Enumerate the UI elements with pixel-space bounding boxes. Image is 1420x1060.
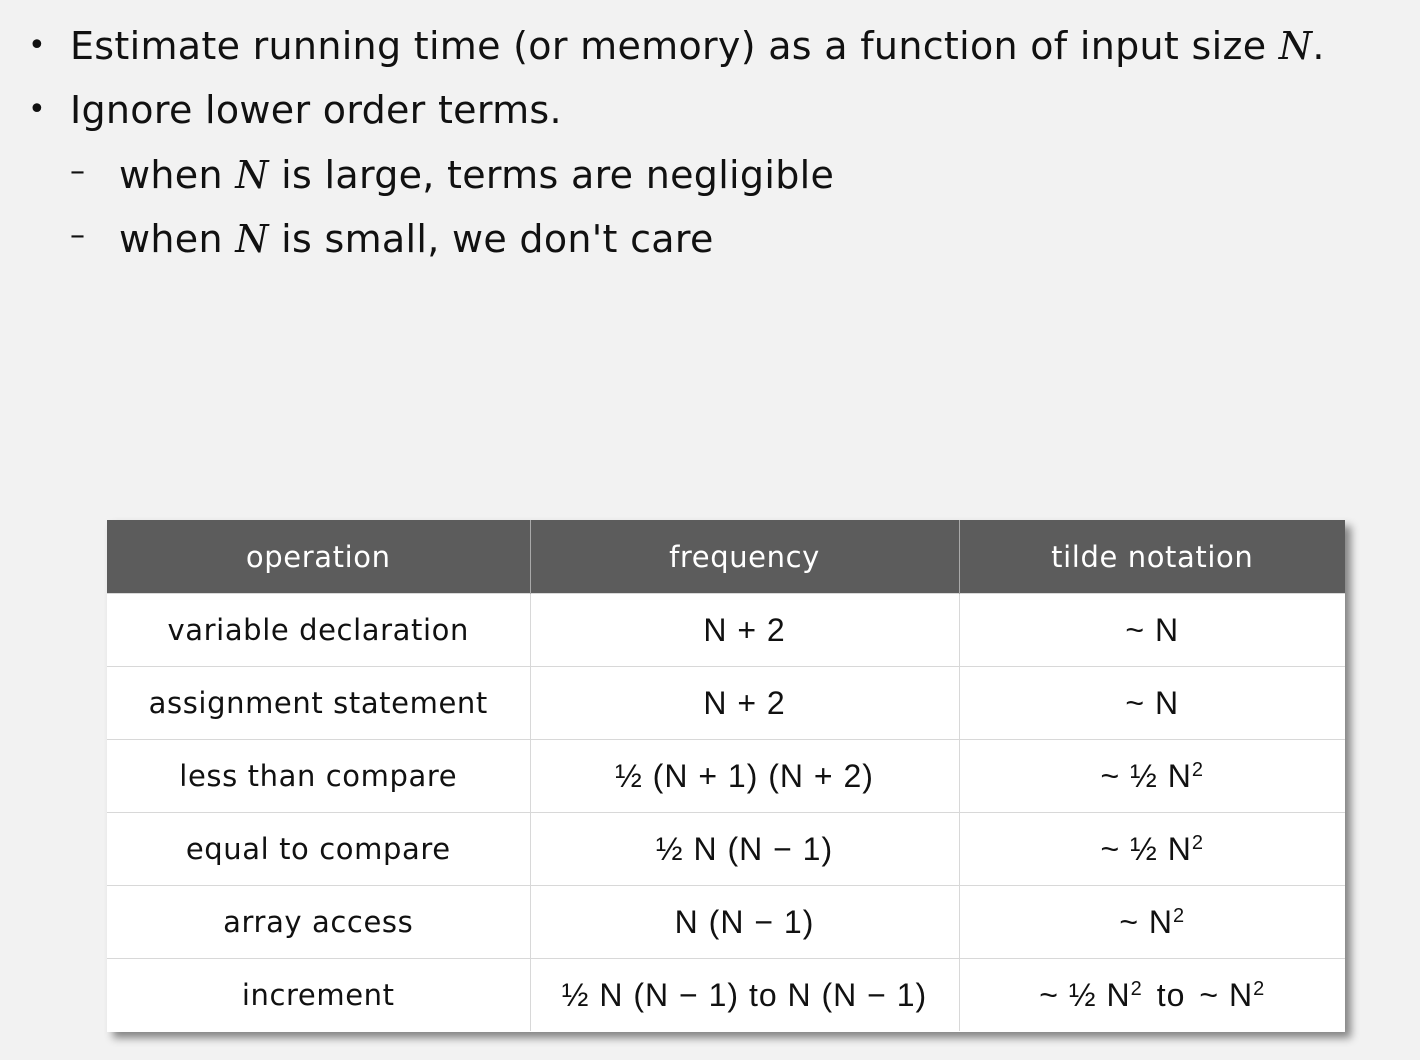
table-row: assignment statement N + 2 ~ N (107, 666, 1345, 740)
bullet-marker: • (28, 92, 46, 127)
sub-bullet-marker: – (70, 218, 85, 253)
operation-cell: variable declaration (107, 593, 531, 667)
tilde-cell: ~ ½ N2 (959, 812, 1345, 886)
table-row: variable declaration N + 2 ~ N (107, 593, 1345, 667)
frequency-cell: ½ N (N − 1) (530, 812, 960, 886)
sub-bullet-text: when (119, 217, 236, 261)
frequency-cell: ½ N (N − 1) to N (N − 1) (530, 958, 960, 1031)
bullet-text-end: . (1312, 24, 1325, 68)
frequency-cell: N + 2 (530, 593, 960, 667)
column-header-operation: operation (107, 520, 531, 594)
tilde-value: ~ N (1125, 684, 1180, 721)
bullet-text: Estimate running time (or memory) as a f… (70, 24, 1279, 68)
sub-bullet-text: when (119, 153, 236, 197)
operation-cell: increment (107, 958, 531, 1031)
bullet-item: Ignore lower order terms. (70, 88, 562, 132)
tilde-value: ~ N (1125, 611, 1180, 648)
table: operation frequency tilde notation varia… (107, 520, 1345, 1031)
sub-bullet-item: when N is large, terms are negligible (119, 153, 834, 197)
table-row: less than compare ½ (N + 1) (N + 2) ~ ½ … (107, 739, 1345, 813)
tilde-value: ~ N (1119, 903, 1174, 940)
sub-bullet-marker: – (70, 154, 85, 189)
table-header-row: operation frequency tilde notation (107, 520, 1345, 594)
tilde-connector: to (1156, 976, 1186, 1013)
tilde-cell: ~ N (959, 666, 1345, 740)
exponent: 2 (1173, 904, 1186, 927)
frequency-table: operation frequency tilde notation varia… (107, 520, 1345, 1032)
exponent: 2 (1191, 831, 1204, 854)
table-row: increment ½ N (N − 1) to N (N − 1) ~ ½ N… (107, 958, 1345, 1031)
table-row: array access N (N − 1) ~ N2 (107, 885, 1345, 959)
frequency-cell: N + 2 (530, 666, 960, 740)
column-header-tilde: tilde notation (959, 520, 1345, 594)
bullet-marker: • (28, 28, 46, 63)
frequency-cell: ½ (N + 1) (N + 2) (530, 739, 960, 813)
table-row: equal to compare ½ N (N − 1) ~ ½ N2 (107, 812, 1345, 886)
operation-cell: assignment statement (107, 666, 531, 740)
tilde-value: ~ ½ N (1039, 976, 1131, 1013)
variable-n: N (1278, 24, 1313, 68)
bullet-item: Estimate running time (or memory) as a f… (70, 24, 1325, 68)
tilde-value-upper: ~ N (1199, 976, 1254, 1013)
operation-cell: array access (107, 885, 531, 959)
sub-bullet-text-end: is large, terms are negligible (268, 153, 835, 197)
tilde-cell: ~ N2 (959, 885, 1345, 959)
tilde-value: ~ ½ N (1100, 757, 1192, 794)
sub-bullet-text-end: is small, we don't care (268, 217, 714, 261)
exponent: 2 (1130, 977, 1143, 1000)
operation-cell: equal to compare (107, 812, 531, 886)
exponent: 2 (1191, 758, 1204, 781)
exponent: 2 (1253, 977, 1266, 1000)
sub-bullet-item: when N is small, we don't care (119, 217, 714, 261)
tilde-cell: ~ N (959, 593, 1345, 667)
variable-n: N (235, 153, 269, 197)
tilde-value: ~ ½ N (1100, 830, 1192, 867)
tilde-cell: ~ ½ N2 (959, 739, 1345, 813)
bullet-text: Ignore lower order terms. (70, 88, 562, 132)
frequency-cell: N (N − 1) (530, 885, 960, 959)
variable-n: N (235, 217, 269, 261)
column-header-frequency: frequency (530, 520, 960, 594)
operation-cell: less than compare (107, 739, 531, 813)
